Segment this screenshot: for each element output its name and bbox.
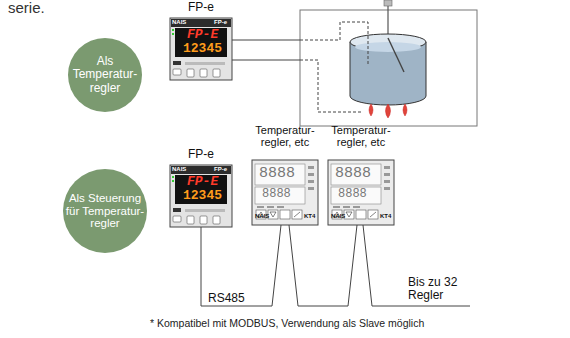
face-text: NAIS bbox=[331, 213, 345, 220]
plc-face bbox=[170, 165, 232, 227]
plc-face bbox=[170, 18, 232, 80]
heater-line bbox=[300, 60, 362, 112]
face-text: NAIS bbox=[255, 213, 269, 220]
process-illustration bbox=[300, 0, 477, 126]
topic-circle: Als Steuerung für Temperatur- regler bbox=[63, 169, 147, 253]
controller-face bbox=[252, 160, 318, 225]
face-text: KT4 bbox=[304, 213, 315, 220]
stirrer-motor bbox=[384, 0, 392, 6]
face-text: NAIS bbox=[172, 166, 186, 173]
face-text: 8888 bbox=[262, 188, 291, 201]
output-wire bbox=[232, 60, 300, 61]
capacity-note: Bis zu 32 Regler bbox=[408, 276, 470, 302]
pot-body bbox=[350, 42, 426, 105]
face-text: FP-e bbox=[214, 166, 227, 173]
series-fragment: serie. bbox=[8, 0, 45, 17]
bus-label: RS485 bbox=[206, 291, 247, 305]
stirrer-blade bbox=[388, 38, 404, 72]
face-text: NAIS bbox=[172, 19, 186, 26]
rs485-wire bbox=[289, 225, 357, 306]
topic-circle: Als Temperatur- regler bbox=[68, 38, 142, 112]
sensor-line bbox=[300, 22, 368, 64]
stirrer-shaft bbox=[387, 6, 388, 38]
circle-fill bbox=[63, 169, 147, 253]
bus-continuation bbox=[363, 225, 470, 306]
face-text: FP-E bbox=[187, 175, 218, 189]
device-heading: Temperatur- regler, etc bbox=[326, 124, 396, 149]
device-heading: FP-e bbox=[170, 148, 232, 161]
device-heading: FP-e bbox=[170, 1, 232, 14]
device-heading: Temperatur- regler, etc bbox=[250, 124, 320, 149]
face-text: FP-E bbox=[187, 28, 218, 42]
water-surface bbox=[355, 42, 421, 52]
face-text: 8888 bbox=[338, 188, 367, 201]
face-text: 12345 bbox=[183, 189, 222, 203]
footnote: * Kompatibel mit MODBUS, Verwendung als … bbox=[150, 318, 424, 330]
sensor-wire bbox=[232, 40, 300, 41]
face-text: 8888 bbox=[335, 166, 371, 183]
face-text: KT4 bbox=[380, 213, 391, 220]
circle-label: Als Steuerung für Temperatur- regler bbox=[65, 192, 145, 231]
face-text: 8888 bbox=[259, 166, 295, 183]
burner-flames bbox=[369, 104, 407, 118]
controller-face bbox=[328, 160, 394, 225]
rs485-wire bbox=[201, 225, 281, 306]
circle-label: Als Temperatur- regler bbox=[70, 55, 140, 95]
circle-fill bbox=[68, 38, 142, 112]
face-text: 12345 bbox=[183, 42, 222, 56]
face-text: FP-e bbox=[214, 19, 227, 26]
